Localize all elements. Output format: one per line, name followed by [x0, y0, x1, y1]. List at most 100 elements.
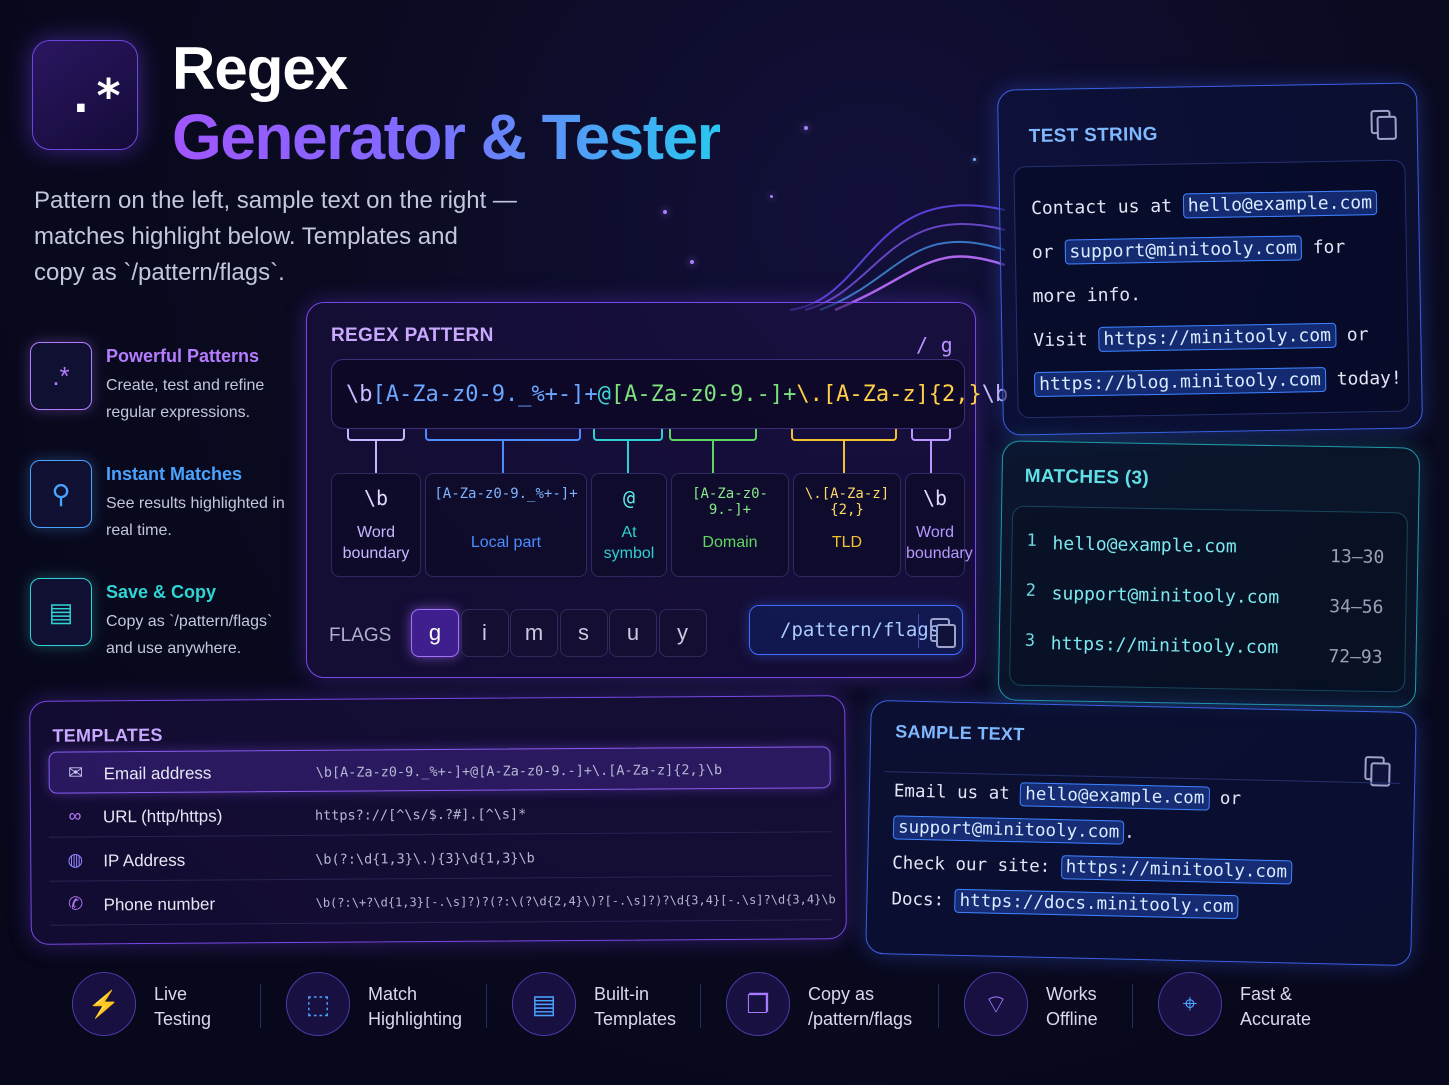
test-string-title: TEST STRING — [1028, 123, 1158, 148]
pattern-segment-card[interactable]: \.[A-Za-z]{2,}TLD — [793, 473, 901, 577]
flags-label: FLAGS — [329, 625, 392, 646]
regex-icon: .* — [30, 342, 92, 410]
match-highlight: support@minitooly.com — [1064, 235, 1303, 265]
segment-code: @ — [622, 486, 636, 510]
pattern-segment: @ — [597, 382, 611, 407]
copy-pattern-label: /pattern/flags — [780, 619, 941, 641]
bottom-feature-6: ⌖Fast &Accurate — [1158, 972, 1358, 1038]
template-pattern: \b[A-Za-z0-9._%+-]+@[A-Za-z0-9.-]+\.[A-Z… — [315, 762, 723, 781]
feature-title: Instant Matches — [106, 464, 243, 484]
template-item[interactable]: ✉ Email address \b[A-Za-z0-9._%+-]+@[A-Za-… — [48, 746, 831, 794]
divider — [938, 984, 939, 1028]
plain-text: or — [1209, 788, 1242, 810]
sample-text-body[interactable]: Email us at hello@example.com or support@… — [891, 773, 1294, 926]
template-item[interactable]: ∞URL (http/https)https?://[^\s/$.?#].[^\… — [48, 790, 832, 838]
document-icon: ▤ — [512, 972, 576, 1036]
bottom-feature-label-line: Highlighting — [368, 1009, 463, 1029]
page-title-highlight: Generator & Tester — [172, 101, 722, 173]
page-title: Regex — [172, 35, 348, 102]
pattern-connector — [375, 441, 377, 473]
segment-code: \b — [922, 486, 948, 510]
search-icon: ⚲ — [30, 460, 92, 528]
regex-pattern-input[interactable]: \b[A-Za-z0-9._%+-]+@[A-Za-z0-9.-]+\.[A-Z… — [331, 359, 1008, 429]
flag-toggle-u[interactable]: u — [609, 609, 657, 657]
app-logo: .* — [32, 40, 138, 150]
divider — [486, 984, 487, 1028]
copy-pattern-button[interactable]: /pattern/flags — [749, 605, 963, 655]
flag-toggle-g[interactable]: g — [411, 609, 459, 657]
templates-title: TEMPLATES — [52, 724, 163, 746]
feature-title: Powerful Patterns — [106, 346, 260, 366]
wifi-off-icon: ⌔ — [964, 972, 1028, 1036]
envelope-icon: ✉ — [68, 762, 84, 783]
sample-text-title: SAMPLE TEXT — [895, 721, 1025, 745]
bottom-feature-label-line: Live — [154, 984, 188, 1004]
template-pattern: https?://[^\s/$.?#].[^\s]* — [314, 806, 527, 824]
match-highlight: support@minitooly.com — [892, 815, 1125, 845]
segment-label-line: Local part — [470, 534, 542, 551]
plain-text: more info. — [1032, 284, 1142, 308]
segment-label-line: boundary — [906, 545, 973, 562]
matches-title: MATCHES (3) — [1024, 465, 1150, 489]
link-icon: ∞ — [68, 805, 82, 826]
sample-text-panel: SAMPLE TEXT Email us at hello@example.co… — [865, 699, 1417, 967]
text-line: or support@minitooly.com for — [1031, 225, 1399, 275]
star-decoration — [690, 260, 694, 264]
bottom-feature-label-line: Copy as — [808, 984, 875, 1004]
pattern-connector — [502, 441, 504, 473]
feature-description: See results highlighted in real time. — [106, 495, 285, 539]
plain-text: today! — [1325, 367, 1402, 390]
plain-text: Email us at — [893, 781, 1021, 805]
match-highlight: hello@example.com — [1020, 782, 1210, 811]
text-line: Contact us at hello@example.com — [1031, 181, 1399, 231]
segment-code: [A-Za-z0-9.-]+ — [692, 486, 768, 518]
lightning-icon: ⚡ — [72, 972, 136, 1036]
pattern-bracket — [791, 429, 897, 441]
star-decoration — [663, 210, 667, 214]
template-item[interactable]: ✆Phone number\b(?:\+?\d{1,3}[-.\s]?)?(?:… — [49, 878, 836, 926]
pattern-connector — [627, 441, 629, 473]
divider — [700, 984, 701, 1028]
template-pattern: \b(?:\d{1,3}\.){3}\d{1,3}\b — [315, 850, 535, 868]
plain-text: Contact us at — [1030, 195, 1183, 220]
star-decoration — [973, 158, 976, 161]
flag-toggle-s[interactable]: s — [559, 609, 608, 657]
pattern-segment-card[interactable]: [A-Za-z0-9._%+-]+Local part — [425, 473, 587, 577]
flag-toggle-y[interactable]: y — [658, 609, 707, 657]
template-name: Email address — [103, 763, 212, 784]
phone-icon: ✆ — [67, 893, 84, 914]
pattern-bracket — [593, 429, 663, 441]
pattern-segment-card[interactable]: [A-Za-z0-9.-]+Domain — [671, 473, 789, 577]
flag-toggle-m[interactable]: m — [510, 609, 558, 657]
template-item[interactable]: ◍IP Address\b(?:\d{1,3}\.){3}\d{1,3}\b — [49, 834, 832, 882]
match-index: 1 — [1026, 530, 1037, 551]
feature-description: Create, test and refine regular expressi… — [106, 377, 265, 421]
plain-text: or — [1335, 324, 1369, 346]
bottom-feature-label-line: Match — [368, 984, 418, 1004]
flag-toggle-i[interactable]: i — [460, 609, 509, 657]
segment-label-line: Word — [916, 524, 954, 541]
segment-label-line: At — [621, 524, 637, 541]
glow-lines-decoration — [789, 204, 1006, 312]
bottom-feature-label-line: Templates — [594, 1009, 677, 1029]
copy-test-string-icon[interactable] — [1370, 110, 1394, 138]
match-range: 72–93 — [1328, 646, 1383, 669]
crosshair-icon: ⌖ — [1158, 972, 1222, 1036]
copy-sample-text-icon[interactable] — [1364, 756, 1389, 785]
regex-pattern-title: REGEX PATTERN — [331, 325, 494, 346]
